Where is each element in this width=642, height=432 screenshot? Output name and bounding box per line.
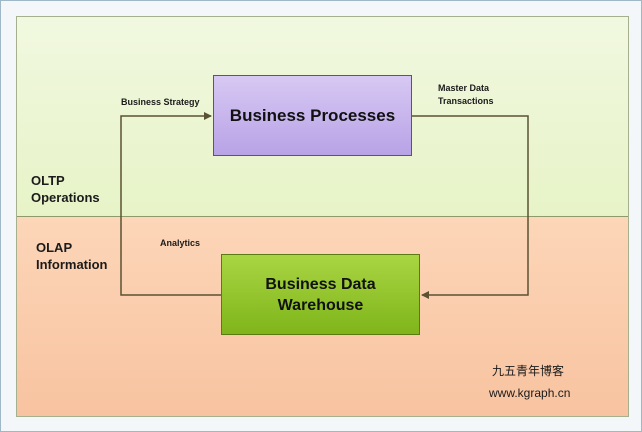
olap-zone-title: OLAP: [36, 240, 73, 255]
business-processes-box: Business Processes: [213, 75, 412, 156]
strategy-arrow: [120, 112, 221, 296]
watermark-url: www.kgraph.cn: [489, 386, 571, 400]
transactions-line: Transactions: [438, 96, 494, 106]
watermark-title: 九五青年博客: [492, 364, 565, 378]
oltp-zone-title: OLTP: [31, 173, 65, 188]
business-processes-text: Business Processes: [229, 105, 396, 125]
master-data-label: Master Data Transactions: [438, 82, 494, 108]
diagram-panel: [16, 16, 629, 417]
data-warehouse-box: Business Data Warehouse: [221, 254, 420, 335]
olap-zone-label: OLAP Information: [36, 239, 108, 273]
oltp-zone-label: OLTP Operations: [31, 172, 100, 206]
olap-zone-subtitle: Information: [36, 257, 108, 272]
business-strategy-label: Business Strategy: [121, 97, 200, 107]
analytics-label: Analytics: [160, 238, 201, 248]
master-data-line: Master Data: [438, 83, 490, 93]
data-warehouse-text: Business Data Warehouse: [265, 275, 376, 314]
oltp-zone-subtitle: Operations: [31, 190, 100, 205]
master-data-arrow: [412, 115, 529, 299]
